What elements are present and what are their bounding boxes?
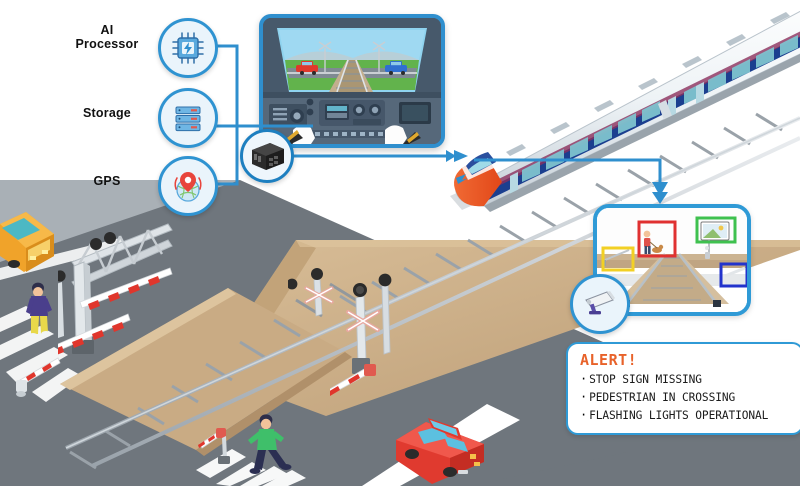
crossbuck-signal-near	[330, 273, 392, 396]
edge-to-train-connector	[264, 150, 468, 162]
cab-signal-right	[372, 41, 386, 74]
cpu-chip-icon	[172, 32, 204, 64]
barrier-arm-4	[198, 428, 230, 464]
cab-blue-car	[385, 61, 407, 75]
alert-item-1: ·STOP SIGN MISSING	[580, 372, 702, 386]
det-barrier-left	[604, 249, 630, 266]
red-car	[396, 418, 484, 484]
label-ai-processor-line2: Processor	[75, 37, 139, 52]
icon-gps[interactable]	[158, 156, 218, 216]
icon-storage[interactable]	[158, 88, 218, 148]
server-stack-icon	[175, 106, 201, 132]
pedestrian-green-shirt	[248, 414, 292, 474]
barrier-arm-5	[16, 357, 61, 397]
school-bus	[0, 212, 54, 272]
alert-panel: ALERT! ·STOP SIGN MISSING ·PEDESTRIAN IN…	[566, 342, 800, 436]
label-gps-text: GPS	[93, 174, 121, 188]
icon-edge-device[interactable]	[240, 129, 294, 183]
driver-hand-right	[385, 125, 421, 144]
train-to-detection-connector	[474, 158, 668, 204]
det-signage	[700, 221, 730, 259]
label-ai-processor: AI Processor	[52, 23, 162, 52]
high-speed-train	[450, 10, 800, 212]
label-ai-processor-line1: AI	[100, 23, 114, 37]
camera-detection-view	[593, 204, 751, 316]
pedestrian-purple-jacket	[26, 282, 52, 339]
icon-ai-processor[interactable]	[158, 18, 218, 78]
component-connector-lines	[205, 44, 313, 186]
signal-gantry	[58, 223, 173, 355]
cab-signal-left	[318, 41, 332, 74]
label-gps: GPS	[52, 174, 162, 188]
label-storage: Storage	[52, 106, 162, 120]
barrier-arm-2	[58, 313, 131, 355]
bullet-icon: ·	[580, 372, 588, 386]
det-pedestrian	[643, 230, 664, 254]
bullet-icon: ·	[580, 407, 588, 422]
barrier-arm-1	[79, 267, 173, 310]
bullet-icon: ·	[580, 389, 588, 404]
crossbuck-signal-far	[288, 268, 334, 317]
barrier-arm-3	[330, 364, 376, 396]
det-barrier-right	[724, 266, 746, 278]
label-storage-text: Storage	[83, 106, 131, 120]
alert-title: ALERT!	[580, 351, 638, 369]
icon-cctv-camera[interactable]	[570, 274, 630, 334]
edge-computer-icon	[252, 143, 284, 170]
alert-item-2: ·PEDESTRIAN IN CROSSING	[580, 389, 736, 404]
alert-item-3: ·FLASHING LIGHTS OPERATIONAL	[580, 407, 769, 422]
cctv-camera-icon	[585, 291, 615, 315]
cab-red-car	[296, 61, 318, 75]
gps-globe-pin-icon	[174, 172, 202, 202]
